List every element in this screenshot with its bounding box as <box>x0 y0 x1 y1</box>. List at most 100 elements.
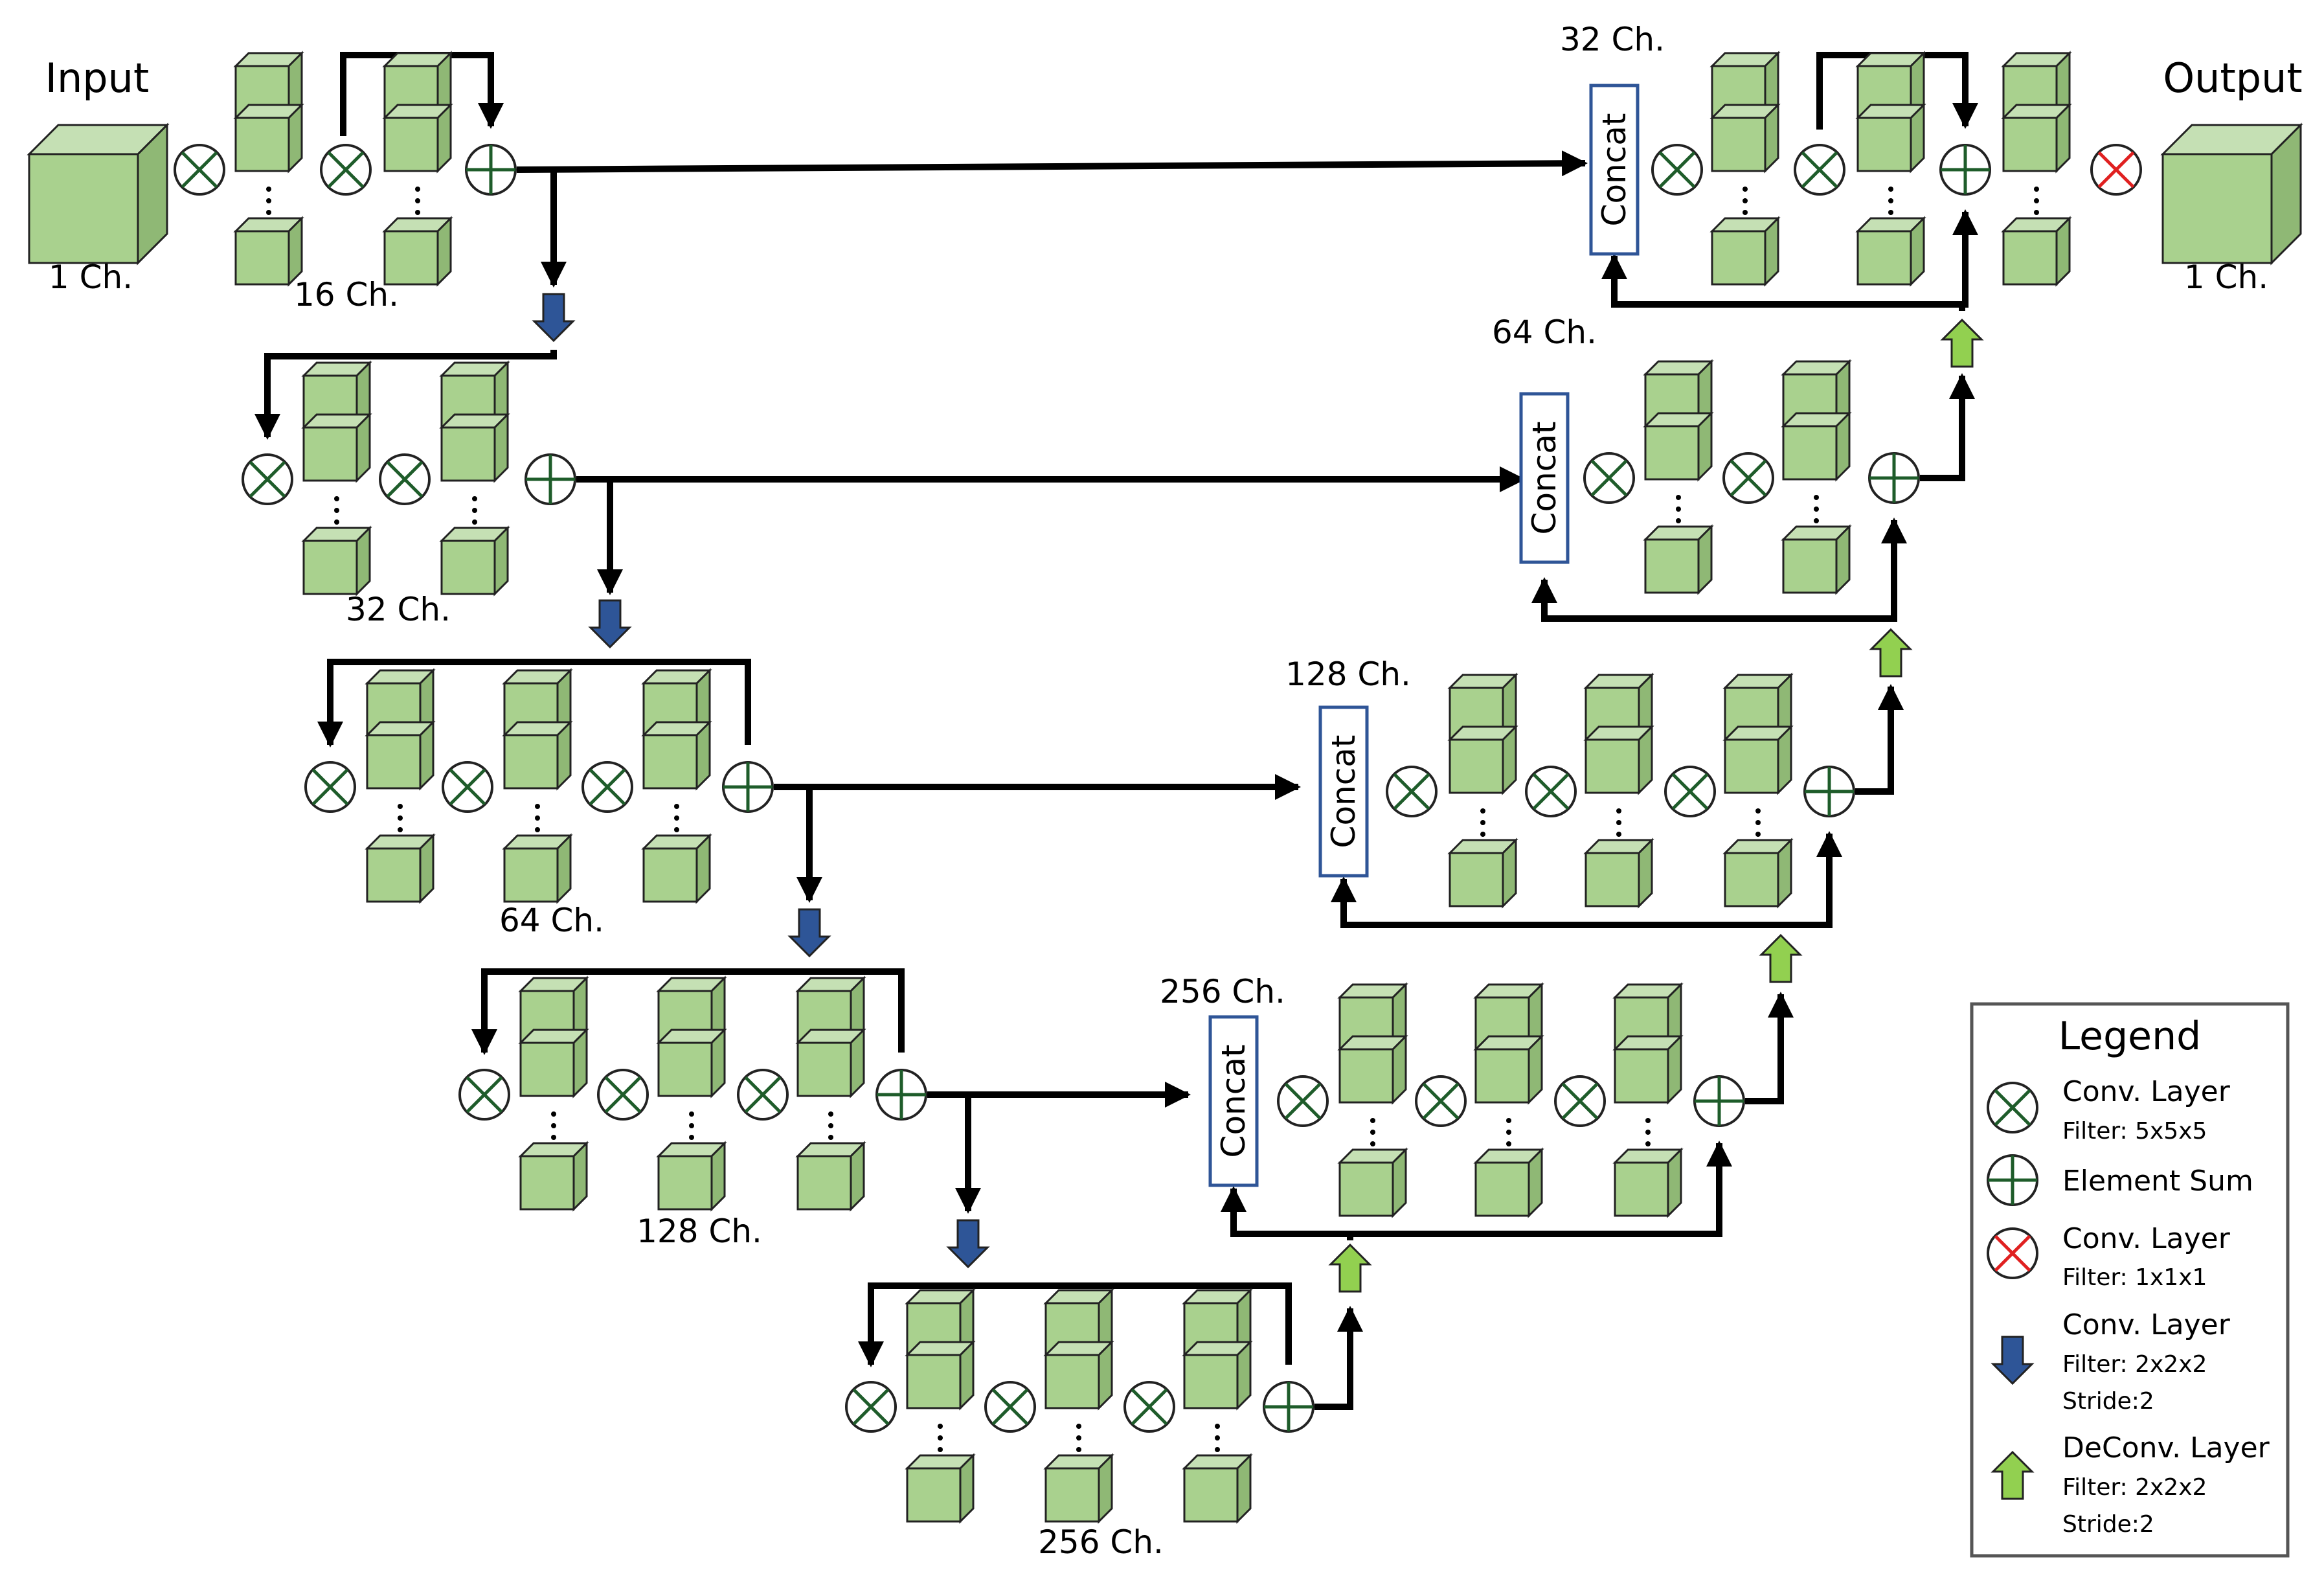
enc5-channels-label: 256 Ch. <box>1038 1523 1164 1561</box>
dec4-conv-1 <box>1277 1075 1329 1127</box>
enc2-residual-connection <box>254 350 557 440</box>
dec1-channels-label: 32 Ch. <box>1560 21 1665 58</box>
enc3-conv-2 <box>442 761 493 813</box>
feature-cube <box>795 975 866 1047</box>
enc1-element-sum <box>465 144 517 196</box>
dec3-feature-stack-2 <box>1583 672 1654 909</box>
ellipsis-dot <box>828 1135 833 1140</box>
ellipsis-dot <box>689 1111 694 1117</box>
dec4-channels-label: 256 Ch. <box>1160 973 1285 1010</box>
enc4-feature-stack-2 <box>656 975 727 1212</box>
dec1-feature-stack-3 <box>2001 51 2072 287</box>
ellipsis-dot <box>1814 518 1819 523</box>
dec4-feature-stack-1 <box>1337 982 1408 1218</box>
enc5-element-sum <box>1263 1381 1314 1433</box>
feature-cube <box>1337 1034 1408 1105</box>
ellipsis-dot <box>1645 1141 1651 1146</box>
feature-cube <box>795 1027 866 1099</box>
ellipsis-dot <box>1755 808 1761 814</box>
ellipsis-dot <box>1743 187 1748 192</box>
ellipsis-dot <box>1506 1130 1511 1135</box>
feature-cube <box>301 525 372 597</box>
dec3-conv-1 <box>1386 766 1438 817</box>
dec2-concat-box: Concat <box>1519 392 1570 564</box>
enc4-conv-3 <box>737 1069 789 1121</box>
legend-title: Legend <box>2059 1014 2201 1059</box>
ellipsis-dot <box>2034 210 2039 215</box>
dec1-concat-box: Concat <box>1589 84 1640 256</box>
enc2-feature-stack-2 <box>439 360 510 597</box>
dec2-residual-to-concat <box>1531 577 1891 622</box>
ellipsis-dot <box>938 1435 943 1441</box>
enc4-channels-label: 128 Ch. <box>637 1213 762 1250</box>
enc1-feature-stack-1 <box>233 51 304 287</box>
feature-cube <box>382 102 453 174</box>
feature-cube <box>1447 724 1518 795</box>
legend-item-up-label: DeConv. Layer <box>2062 1431 2270 1464</box>
enc1-feature-stack-2 <box>382 51 453 287</box>
ellipsis-dot <box>551 1111 556 1117</box>
ellipsis-dot <box>1888 198 1893 203</box>
feature-cube <box>1612 1034 1684 1105</box>
dec3-concat-box: Concat <box>1318 705 1369 878</box>
feature-cube <box>1709 102 1781 174</box>
dec3-residual-to-concat <box>1331 876 1781 928</box>
enc5-feature-stack-2 <box>1043 1288 1114 1524</box>
ellipsis-dot <box>674 815 679 821</box>
enc4-feature-stack-1 <box>518 975 589 1212</box>
feature-cube <box>518 1141 589 1212</box>
enc2-down-arrow <box>588 599 632 649</box>
ellipsis-dot <box>1676 518 1681 523</box>
ellipsis-dot <box>2034 198 2039 203</box>
dec3-to-up-line <box>1855 684 1904 795</box>
ellipsis-dot <box>674 804 679 809</box>
feature-cube <box>439 525 510 597</box>
enc4-conv-2 <box>597 1069 649 1121</box>
feature-cube <box>1473 1147 1544 1218</box>
dec1-feature-stack-2 <box>1855 51 1926 287</box>
feature-cube <box>1043 1453 1114 1524</box>
output-channels-label: 1 Ch. <box>2184 258 2268 296</box>
feature-cube <box>1643 524 1714 595</box>
ellipsis-dot <box>938 1424 943 1429</box>
ellipsis-dot <box>938 1447 943 1452</box>
dec4-concat-box: Concat <box>1208 1015 1259 1187</box>
enc3-feature-stack-2 <box>502 668 573 904</box>
conv-circle-icon <box>1987 1082 2038 1133</box>
enc3-element-sum <box>722 761 774 813</box>
legend-item-down-detail-1: Stride:2 <box>2062 1388 2154 1415</box>
ellipsis-dot <box>334 519 339 525</box>
enc1-down-arrow <box>532 293 576 343</box>
feature-cube <box>1855 102 1926 174</box>
dec4-to-up-line <box>1745 992 1794 1104</box>
up-arrow-green-icon <box>1991 1450 2035 1500</box>
dec2-conv-2 <box>1722 452 1774 504</box>
feature-cube <box>1781 524 1852 595</box>
ellipsis-dot <box>674 827 679 832</box>
ellipsis-dot <box>1888 210 1893 215</box>
ellipsis-dot <box>398 815 403 821</box>
dec4-conv-2 <box>1415 1075 1467 1127</box>
feature-cube <box>502 833 573 904</box>
feature-cube <box>365 720 436 791</box>
dec2-to-up-line <box>1920 373 1975 481</box>
down-arrow-blue-icon <box>1991 1336 2035 1385</box>
feature-cube <box>2001 51 2072 122</box>
ellipsis-dot <box>1743 210 1748 215</box>
ellipsis-dot <box>1215 1435 1220 1441</box>
dec3-conv-2 <box>1525 766 1577 817</box>
enc3-down-arrow <box>787 908 831 958</box>
enc3-channels-label: 64 Ch. <box>499 902 604 939</box>
ellipsis-dot <box>334 496 339 501</box>
ellipsis-dot <box>1370 1130 1375 1135</box>
enc3-conv-3 <box>581 761 633 813</box>
dec4-up-arrow <box>1759 933 1803 983</box>
ellipsis-dot <box>266 210 271 215</box>
concat-label: Concat <box>1526 422 1563 535</box>
ellipsis-dot <box>1676 495 1681 500</box>
ellipsis-dot <box>266 198 271 203</box>
ellipsis-dot <box>689 1135 694 1140</box>
concat-label: Concat <box>1215 1045 1252 1158</box>
enc2-conv-1 <box>242 453 293 505</box>
